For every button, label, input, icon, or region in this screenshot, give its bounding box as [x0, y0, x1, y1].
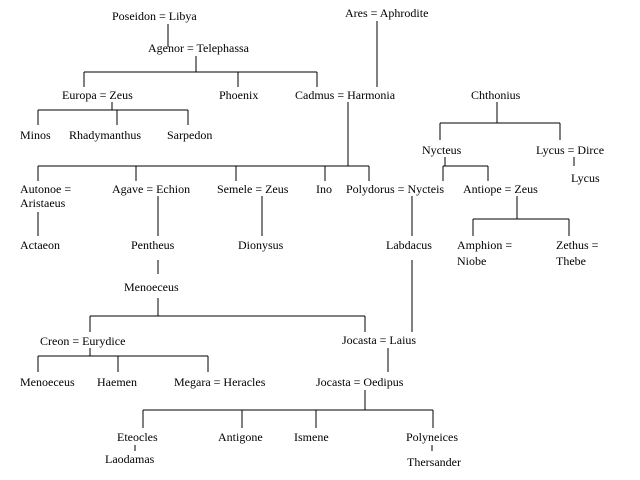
person-creon-eurydice: Creon = Eurydice	[40, 334, 126, 348]
person-labdacus: Labdacus	[386, 238, 432, 252]
person-autonoe: Autonoe =	[20, 182, 72, 196]
person-eteocles: Eteocles	[117, 430, 158, 444]
person-agenor-telephassa: Agenor = Telephassa	[148, 41, 250, 55]
person-haemen: Haemen	[97, 375, 137, 389]
person-polydorus-nycteis: Polydorus = Nycteis	[346, 182, 445, 196]
person-rhadymanthus: Rhadymanthus	[69, 128, 141, 142]
person-thebe: Thebe	[556, 254, 586, 268]
person-sarpedon: Sarpedon	[167, 128, 213, 142]
person-polyneices: Polyneices	[406, 430, 458, 444]
person-ismene: Ismene	[294, 430, 329, 444]
person-poseidon-libya: Poseidon = Libya	[112, 9, 197, 23]
person-megara-heracles: Megara = Heracles	[174, 375, 266, 389]
person-agave-echion: Agave = Echion	[112, 182, 191, 196]
person-lycus: Lycus	[571, 171, 600, 185]
person-nycteus: Nycteus	[422, 143, 462, 157]
person-chthonius: Chthonius	[471, 88, 521, 102]
person-menoeceus-father: Menoeceus	[124, 280, 179, 294]
person-phoenix: Phoenix	[219, 88, 259, 102]
person-menoeceus-son: Menoeceus	[20, 375, 75, 389]
person-ares-aphrodite: Ares = Aphrodite	[345, 6, 429, 20]
person-antigone: Antigone	[218, 430, 263, 444]
person-niobe: Niobe	[457, 254, 487, 268]
person-jocasta-oedipus: Jocasta = Oedipus	[316, 375, 404, 389]
person-semele-zeus: Semele = Zeus	[217, 182, 289, 196]
person-dionysus: Dionysus	[238, 238, 284, 252]
person-aristaeus: Aristaeus	[20, 196, 66, 210]
person-amphion: Amphion =	[457, 238, 513, 252]
person-actaeon: Actaeon	[20, 238, 60, 252]
person-lycus-dirce: Lycus = Dirce	[536, 143, 605, 157]
person-laodamas: Laodamas	[105, 452, 155, 466]
person-ino: Ino	[316, 182, 332, 196]
person-thersander: Thersander	[407, 455, 461, 469]
person-europa-zeus: Europa = Zeus	[62, 88, 133, 102]
person-jocasta-laius: Jocasta = Laius	[342, 333, 417, 347]
person-antiope-zeus: Antiope = Zeus	[463, 182, 538, 196]
person-zethus: Zethus =	[556, 238, 599, 252]
person-pentheus: Pentheus	[131, 238, 175, 252]
person-minos: Minos	[20, 128, 51, 142]
person-cadmus-harmonia: Cadmus = Harmonia	[295, 88, 396, 102]
